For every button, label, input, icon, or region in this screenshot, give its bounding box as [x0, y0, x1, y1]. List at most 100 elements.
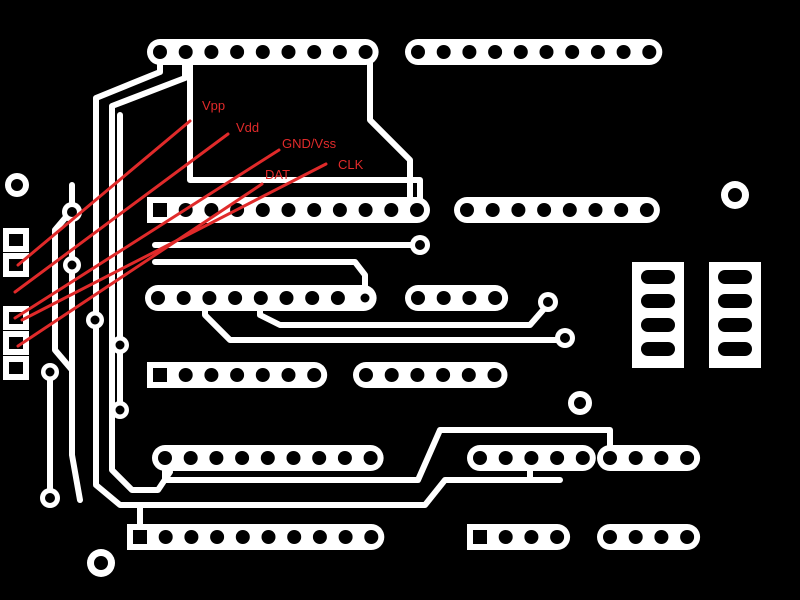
header-bottom-left-hole	[286, 451, 301, 465]
header-low-left-hole	[255, 368, 270, 382]
header-base-left-hole	[184, 530, 199, 544]
header-top-right-hole	[616, 45, 631, 59]
header-bottom-left-hole	[312, 451, 327, 465]
header-mid-left-hole	[176, 291, 191, 305]
header-upper-left-hole	[332, 203, 347, 217]
annotation-line-vdd	[13, 132, 230, 294]
trace-group	[47, 49, 613, 538]
annotation-label-group: Vpp Vdd GND/Vss DAT CLK	[202, 98, 364, 182]
header-top-right-hole	[488, 45, 503, 59]
mount-hole-left-hole	[11, 179, 23, 191]
header-base-mid-hole	[524, 530, 539, 544]
header-base-left-hole	[158, 530, 173, 544]
header-low-right-hole	[359, 368, 373, 382]
header-bottom-left-hole	[209, 451, 224, 465]
header-mid-right-hole	[488, 291, 503, 305]
header-top-left-hole	[178, 45, 193, 59]
header-bottom-right-hole	[680, 451, 695, 465]
header-low-left-hole	[281, 368, 296, 382]
header-upper-left-hole	[307, 203, 322, 217]
header-base-left-hole	[235, 530, 250, 544]
header-low-left-hole	[178, 368, 193, 382]
header-bottom-mid-hole	[550, 451, 565, 465]
header-low-right-hole	[436, 368, 451, 382]
annotation-line-clk	[20, 162, 328, 322]
connector-slot-0-0	[641, 270, 675, 284]
header-bottom-left-hole	[337, 451, 352, 465]
connector-slot-1-0	[718, 270, 752, 284]
header-bottom-left-hole	[260, 451, 275, 465]
via-left-5-hole	[45, 367, 55, 377]
header-top-right-hole	[513, 45, 528, 59]
header-bottom-mid-hole	[575, 451, 590, 465]
header-mid-left-hole	[202, 291, 217, 305]
header-upper-right-hole	[614, 203, 629, 217]
annotation-line-dat	[16, 182, 264, 348]
header-bottom-mid-hole	[473, 451, 487, 465]
header-mid-left-hole	[228, 291, 243, 305]
header-low-left-hole	[204, 368, 219, 382]
header-bottom-right-hole	[628, 451, 643, 465]
header-mid-left-hole	[151, 291, 165, 305]
via-bus-drop-hole	[360, 293, 370, 303]
header-bottom-right-hole	[654, 451, 669, 465]
connector-slot-0-3	[641, 342, 675, 356]
header-upper-right-hole	[485, 203, 500, 217]
header-upper-left-hole	[410, 203, 424, 217]
edge-pad-hole-0	[9, 234, 23, 246]
header-mid-left-hole	[305, 291, 320, 305]
header-bottom-left-hole	[158, 451, 172, 465]
header-top-right-hole	[436, 45, 451, 59]
header-low-left-hole	[230, 368, 245, 382]
via-left-6-hole	[115, 405, 125, 415]
mount-hole-bottom-hole	[94, 556, 108, 570]
connector-slot-0-1	[641, 294, 675, 308]
header-mid-left-hole	[253, 291, 268, 305]
header-upper-right-hole	[588, 203, 603, 217]
header-upper-right-hole	[562, 203, 577, 217]
header-upper-left-hole	[281, 203, 296, 217]
header-low-right-hole	[410, 368, 425, 382]
annotation-line-gnd-vss	[13, 148, 281, 320]
header-base-left-hole	[210, 530, 225, 544]
header-upper-right-hole	[537, 203, 552, 217]
header-base-right-hole	[603, 530, 617, 544]
header-low-right-hole	[384, 368, 399, 382]
header-base-mid-hole	[498, 530, 513, 544]
header-base-left-hole	[287, 530, 302, 544]
header-low-right-hole	[461, 368, 476, 382]
annotation-label-dat: DAT	[265, 167, 290, 182]
connector-slot-group	[641, 270, 752, 356]
header-base-mid-hole-square	[473, 530, 487, 544]
pad-group	[3, 39, 749, 577]
connector-slot-0-2	[641, 318, 675, 332]
annotation-line-vpp	[16, 119, 192, 267]
header-base-right-hole	[680, 530, 695, 544]
via-left-2-hole	[67, 260, 77, 270]
trace-bottom-bridge	[162, 427, 613, 483]
header-base-right-hole	[654, 530, 669, 544]
trace-left-long	[69, 182, 83, 503]
header-bottom-mid-hole	[498, 451, 513, 465]
via-left-4-hole	[115, 340, 125, 350]
via-mid-right-hole	[574, 397, 586, 409]
header-base-left-hole-square	[133, 530, 147, 544]
via-left-7-hole	[45, 493, 55, 503]
header-mid-right-hole	[462, 291, 477, 305]
mount-hole-right-hole	[728, 188, 742, 202]
header-bottom-right-hole	[603, 451, 617, 465]
header-top-left-hole	[255, 45, 270, 59]
header-top-left-hole	[281, 45, 296, 59]
header-base-mid-hole	[550, 530, 565, 544]
via-bus-end-hole	[415, 240, 425, 250]
header-upper-right-hole	[639, 203, 654, 217]
header-base-right-hole	[628, 530, 643, 544]
header-upper-left-hole-square	[153, 203, 167, 217]
header-upper-right-hole	[460, 203, 474, 217]
header-top-left-hole	[332, 45, 347, 59]
header-base-left-hole	[261, 530, 276, 544]
header-top-left-hole	[230, 45, 245, 59]
header-bottom-left-hole	[183, 451, 198, 465]
annotation-label-clk: CLK	[338, 157, 364, 172]
